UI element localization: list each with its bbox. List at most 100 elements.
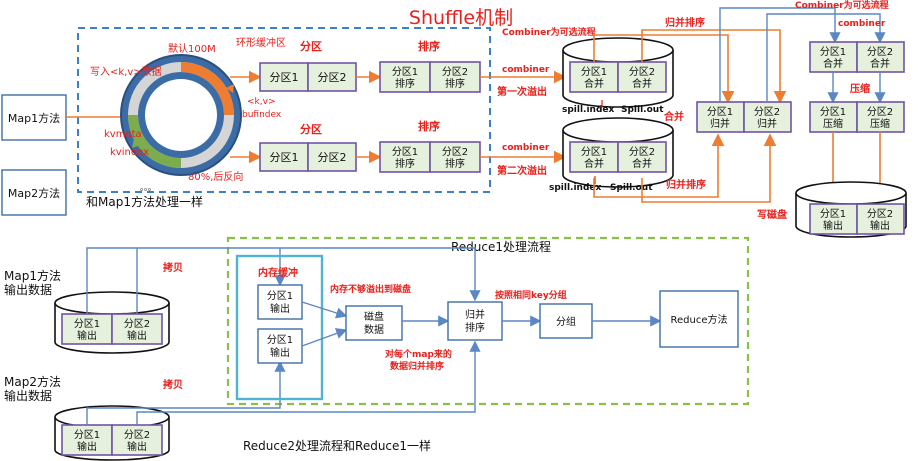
disk-data-node: 磁盘数据 bbox=[345, 305, 403, 341]
map1-method-box: Map1方法 bbox=[1, 94, 67, 141]
spill2-p2-to-merged-line bbox=[641, 133, 777, 203]
kv-label: <k,v> bbox=[247, 97, 275, 107]
ring-buffer bbox=[120, 54, 242, 176]
sort-cell-line: 排序 bbox=[445, 77, 465, 90]
compress-line: 分区2 bbox=[867, 106, 893, 118]
copy-label-2: 拷贝 bbox=[163, 378, 183, 391]
bufindex-label: bufindex bbox=[242, 110, 282, 120]
first-spill-label: 第一次溢出 bbox=[497, 85, 547, 98]
buffer-forward-arrowhead bbox=[226, 84, 234, 93]
merge-cell-line: 合并 bbox=[584, 157, 604, 170]
sort-title-1: 排序 bbox=[418, 39, 440, 53]
map2-copy-line bbox=[86, 360, 286, 425]
final-combiner-label: combiner bbox=[838, 19, 886, 29]
merge-cell-line: 合并 bbox=[632, 77, 652, 90]
final-merge-line: 分区1 bbox=[820, 46, 846, 58]
reduce1-title: Reduce1处理流程 bbox=[451, 239, 551, 254]
write-kv-label: 写入<k,v>数据 bbox=[90, 65, 162, 78]
default-size-label: 默认100M bbox=[168, 42, 216, 55]
final-merge-line: 合并 bbox=[823, 57, 843, 70]
disk-data-line: 磁盘 bbox=[364, 310, 384, 323]
partition-cell: 分区1 bbox=[270, 71, 299, 84]
overflow-note: 内存不够溢出到磁盘 bbox=[330, 283, 411, 295]
write-disk-label: 写磁盘 bbox=[757, 208, 787, 221]
reduce-method-label: Reduce方法 bbox=[671, 313, 728, 326]
map2-cell-line: 分区2 bbox=[124, 429, 150, 441]
combiner-optional-label-1: Combiner为可选流程 bbox=[502, 26, 596, 38]
map1-output-line: 输出数据 bbox=[4, 282, 52, 297]
sort-cell-line: 排序 bbox=[395, 157, 415, 170]
output-line: 分区2 bbox=[867, 208, 893, 220]
sort-cell-line: 排序 bbox=[445, 157, 465, 170]
merge-sort-node: 归并排序 bbox=[447, 301, 503, 341]
merged-cell-line: 归并 bbox=[710, 117, 730, 130]
second-spill-label: 第二次溢出 bbox=[497, 164, 547, 177]
merged-cell-line: 分区1 bbox=[707, 106, 733, 118]
map-side-container bbox=[77, 27, 491, 193]
merge-each-map-line: 数据归并排序 bbox=[390, 360, 444, 372]
merge-cell-line: 分区2 bbox=[629, 66, 655, 78]
memory-cell-line: 分区1 bbox=[267, 334, 293, 346]
group-by-key-label: 按照相同key分组 bbox=[495, 289, 567, 301]
partition-cell: 分区1 bbox=[270, 151, 299, 164]
partition-row-2: 分区1 分区2 bbox=[259, 142, 357, 172]
final-combiner-optional-label: Combiner为可选流程 bbox=[795, 0, 889, 11]
partition-row-1: 分区1 分区2 bbox=[259, 62, 357, 92]
reverse-label: 80%,后反向 bbox=[188, 170, 243, 183]
disk-data-line: 数据 bbox=[364, 323, 384, 336]
merged-cell-line: 分区2 bbox=[754, 106, 780, 118]
memory-buffer-label: 内存缓冲 bbox=[258, 266, 298, 279]
map1-to-merge-line bbox=[280, 247, 481, 302]
svg-text:磁盘数据: 磁盘数据 bbox=[364, 310, 384, 336]
combiner-label-1: combiner bbox=[502, 65, 550, 75]
partition-cell: 分区2 bbox=[318, 151, 347, 164]
map1-method-label: Map1方法 bbox=[8, 111, 60, 125]
group-node: 分组 bbox=[539, 303, 593, 339]
map1-copy-line bbox=[86, 247, 286, 314]
map1-output-line: Map1方法 bbox=[4, 268, 61, 283]
compress-label: 压缩 bbox=[850, 82, 870, 95]
spill-index-label-2: spill.index bbox=[549, 183, 602, 193]
reduce2-note: Reduce2处理流程和Reduce1一样 bbox=[243, 438, 431, 453]
merged-cell-line: 归并 bbox=[757, 117, 777, 130]
partition-title-2: 分区 bbox=[300, 122, 322, 136]
svg-text:Map1方法输出数据: Map1方法输出数据 bbox=[4, 268, 61, 297]
spill-out-label-1: Spill.out bbox=[621, 105, 664, 115]
memory-cell-line: 输出 bbox=[270, 346, 290, 359]
diagram-title: Shuffle机制 bbox=[409, 7, 513, 29]
copy-label-1: 拷贝 bbox=[163, 261, 183, 274]
spill2-p1-to-merged-line bbox=[593, 133, 725, 198]
output-line: 输出 bbox=[823, 219, 843, 232]
reduce1-container bbox=[226, 236, 750, 406]
map1-cell-line: 输出 bbox=[127, 329, 147, 342]
memory-cell-line: 分区1 bbox=[267, 290, 293, 302]
buffer-reverse-arrowhead bbox=[132, 139, 140, 148]
kvindex-label: kvindex bbox=[110, 147, 149, 158]
memory-cell-line: 输出 bbox=[270, 302, 290, 315]
final-merge-line: 合并 bbox=[870, 57, 890, 70]
merge-cell-line: 分区1 bbox=[581, 146, 607, 158]
map2-method-box: Map2方法 bbox=[1, 169, 67, 216]
buffer-meta-arc bbox=[128, 114, 182, 168]
buffer-kv-arc bbox=[180, 62, 234, 116]
map2-output-line: 输出数据 bbox=[4, 388, 52, 403]
